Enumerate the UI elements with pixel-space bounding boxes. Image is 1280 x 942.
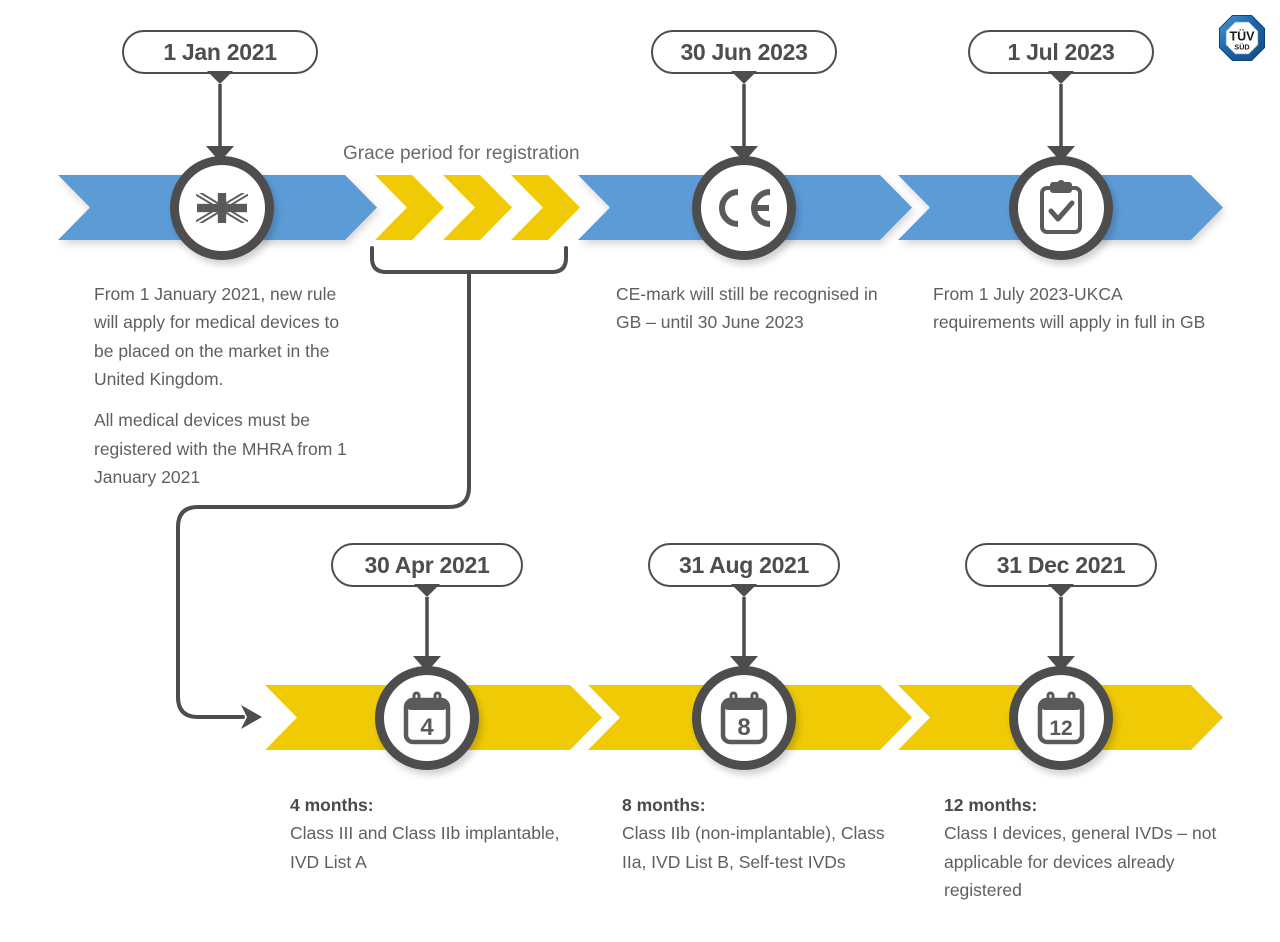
node-8-months[interactable]: 8 [692,666,796,770]
copy-4-months: 4 months: Class III and Class IIb implan… [290,791,568,876]
tuv-logo-line1: TÜV [1230,28,1256,43]
grace-chevron-1 [375,175,444,240]
date-pill-1-jan-2021[interactable]: 1 Jan 2021 [122,30,318,84]
calendar-value: 12 [1049,717,1072,740]
copy-8-months: 8 months: Class IIb (non-implantable), C… [622,791,890,876]
stem-arrow-icon [1047,656,1075,672]
calendar-value: 4 [420,714,434,741]
copy-12-months: 12 months: Class I devices, general IVDs… [944,791,1222,904]
calendar-icon: 4 [402,691,452,745]
date-pill-label: 30 Apr 2021 [364,551,490,578]
pill-tail-icon [731,584,757,597]
copy-lead: 12 months: [944,795,1038,815]
node-4-months[interactable]: 4 [375,666,479,770]
pill-tail-icon [207,71,233,84]
pill-tail-icon [1048,71,1074,84]
tuv-sud-logo: TÜV SÜD [1218,14,1266,62]
node-clipboard-check[interactable] [1009,156,1113,260]
copy-ukca-full: From 1 July 2023-UKCA requirements will … [933,280,1221,337]
date-pill-label: 1 Jul 2023 [1007,38,1115,65]
ce-mark-icon [713,186,775,230]
copy-paragraph: 12 months: Class I devices, general IVDs… [944,791,1222,904]
tuv-logo-line2: SÜD [1234,43,1249,52]
date-pill-label: 31 Aug 2021 [678,551,810,578]
grace-period-chevrons [375,175,580,240]
date-pill-label: 1 Jan 2021 [163,38,277,65]
grace-chevron-2 [443,175,512,240]
date-pill-1-jul-2023[interactable]: 1 Jul 2023 [968,30,1154,84]
copy-body: Class III and Class IIb implantable, IVD… [290,823,560,872]
calendar-icon: 12 [1036,691,1086,745]
copy-uk-flag: From 1 January 2021, new rule will apply… [94,280,354,491]
track-connector-path [176,285,471,719]
date-pill-label: 30 Jun 2023 [680,38,808,65]
stem-arrow-icon [730,656,758,672]
date-pill-30-apr-2021[interactable]: 30 Apr 2021 [331,543,523,597]
pill-tail-icon [414,584,440,597]
calendar-value: 8 [737,714,750,741]
grace-chevron-3 [511,175,580,240]
node-uk-flag[interactable] [170,156,274,260]
copy-lead: 4 months: [290,795,374,815]
date-pill-31-aug-2021[interactable]: 31 Aug 2021 [648,543,840,597]
copy-paragraph: From 1 July 2023-UKCA requirements will … [933,284,1206,333]
copy-body: Class IIb (non-implantable), Class IIa, … [622,823,885,872]
stem-arrow-icon [206,146,234,162]
clipboard-check-icon [1038,180,1084,236]
pill-tail-icon [731,71,757,84]
copy-body: Class I devices, general IVDs – not appl… [944,823,1217,901]
grace-period-label: Grace period for registration [343,143,580,164]
track-connector-arrowhead [241,705,262,729]
copy-ce-mark: CE-mark will still be recognised in GB –… [616,280,888,337]
copy-paragraph: CE-mark will still be recognised in GB –… [616,284,878,333]
calendar-icon: 8 [719,691,769,745]
date-pill-label: 31 Dec 2021 [996,551,1126,578]
node-12-months[interactable]: 12 [1009,666,1113,770]
stem-arrow-icon [1047,146,1075,162]
node-ce-mark[interactable] [692,156,796,260]
date-pill-31-dec-2021[interactable]: 31 Dec 2021 [965,543,1157,597]
copy-paragraph: From 1 January 2021, new rule will apply… [94,284,340,390]
copy-paragraph: 4 months: Class III and Class IIb implan… [290,791,568,876]
date-pill-30-jun-2023[interactable]: 30 Jun 2023 [651,30,837,84]
stem-arrow-icon [413,656,441,672]
uk-flag-icon [196,193,248,223]
copy-lead: 8 months: [622,795,706,815]
copy-paragraph: All medical devices must be registered w… [94,410,347,488]
stem-arrow-icon [730,146,758,162]
copy-paragraph: 8 months: Class IIb (non-implantable), C… [622,791,890,876]
pill-tail-icon [1048,584,1074,597]
